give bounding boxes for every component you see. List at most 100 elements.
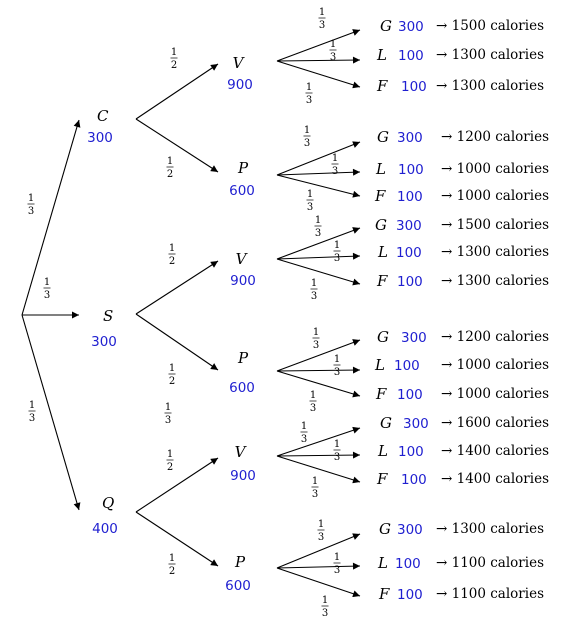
- prob-root-s: 13: [43, 277, 51, 301]
- leaf-c-p-g-calories: → 1200 calories: [441, 129, 549, 145]
- prob-extra-numerator: 1: [165, 402, 171, 413]
- leaf-s-p-g-calories: → 1200 calories: [441, 329, 549, 345]
- prob-s-p-g-denominator: 3: [313, 340, 319, 351]
- prob-c-p-g: 13: [303, 125, 311, 149]
- edge-c-v-f: [276, 60, 361, 89]
- tree-edges: [21, 29, 361, 598]
- edge-c-v-l: [276, 56, 361, 64]
- edge-c-p-l: [276, 168, 361, 176]
- prob-q-p-numerator: 1: [169, 553, 175, 564]
- prob-s-v-l-numerator: 1: [334, 240, 340, 251]
- prob-c-p-l: 13: [331, 153, 339, 177]
- prob-c-p-denominator: 2: [167, 169, 173, 180]
- leaf-q-v-f-value: 100: [401, 472, 427, 488]
- prob-q-v: 12: [166, 449, 174, 473]
- edge-s-v-l: [276, 252, 361, 260]
- leaf-s-v-l-calories: → 1300 calories: [441, 244, 549, 260]
- node-s-v-value: 900: [230, 273, 256, 289]
- leaf-q-p-f-label: F: [378, 585, 390, 603]
- leaf-s-v-g-calories: → 1500 calories: [441, 217, 549, 233]
- leaf-q-p-f-value: 100: [397, 587, 423, 603]
- edge-root-c: [21, 119, 81, 316]
- leaf-c-p-l-value: 100: [398, 162, 424, 178]
- prob-s-p-g-numerator: 1: [313, 327, 319, 338]
- prob-s-p-f-numerator: 1: [310, 390, 316, 401]
- prob-c-p-f: 13: [306, 189, 314, 213]
- edge-s-p-f: [276, 370, 361, 398]
- prob-s-v-f-numerator: 1: [311, 278, 317, 289]
- prob-c-v-g: 13: [318, 7, 326, 31]
- leaf-c-v-g-calories: → 1500 calories: [436, 18, 544, 34]
- prob-root-q-denominator: 3: [29, 413, 35, 424]
- leaf-s-p-g-value: 300: [401, 330, 427, 346]
- leaf-c-p-g-value: 300: [397, 130, 423, 146]
- prob-q-v-g-numerator: 1: [301, 421, 307, 432]
- prob-s-p-l: 13: [333, 354, 341, 378]
- leaf-c-p-f-calories: → 1000 calories: [441, 188, 549, 204]
- edge-c-p-f: [276, 174, 361, 198]
- prob-q-v-numerator: 1: [167, 449, 173, 460]
- node-c-p-label: P: [237, 159, 249, 177]
- prob-root-q: 13: [28, 400, 36, 424]
- prob-extra-denominator: 3: [165, 415, 171, 426]
- node-s-v-label: V: [236, 250, 249, 268]
- prob-s-p-f: 13: [309, 390, 317, 414]
- prob-root-c: 13: [27, 193, 35, 217]
- node-q-v-value: 900: [230, 468, 256, 484]
- prob-c-v-denominator: 2: [171, 60, 177, 71]
- prob-q-v-g: 13: [300, 421, 308, 445]
- prob-c-v-numerator: 1: [171, 47, 177, 58]
- leaf-q-v-g-calories: → 1600 calories: [441, 415, 549, 431]
- edge-s-p-l: [276, 366, 361, 374]
- leaf-s-v-l-value: 100: [396, 245, 422, 261]
- prob-s-v-numerator: 1: [169, 243, 175, 254]
- prob-c-v-l-denominator: 3: [330, 52, 336, 63]
- leaf-c-p-f-label: F: [374, 187, 386, 205]
- leaf-q-v-f-calories: → 1400 calories: [441, 471, 549, 487]
- prob-s-v-l: 13: [333, 240, 341, 264]
- prob-q-p-l-denominator: 3: [334, 565, 340, 576]
- prob-s-v-g-numerator: 1: [315, 215, 321, 226]
- edge-c-v-g: [276, 29, 361, 62]
- leaf-c-v-f-calories: → 1300 calories: [436, 78, 544, 94]
- edge-root-q: [21, 314, 81, 511]
- leaf-c-v-g-value: 300: [398, 19, 424, 35]
- prob-q-p-g: 13: [317, 519, 325, 543]
- edge-s-v-g: [276, 227, 361, 260]
- leaf-s-v-g-label: G: [375, 216, 387, 234]
- prob-c-p-f-denominator: 3: [307, 202, 313, 213]
- edge-s-p-g: [276, 339, 361, 372]
- prob-q-p-f-numerator: 1: [322, 595, 328, 606]
- leaf-c-v-f-value: 100: [401, 79, 427, 95]
- prob-q-v-l-denominator: 3: [334, 452, 340, 463]
- leaf-c-v-l-value: 100: [398, 48, 424, 64]
- edge-c-p-g: [276, 141, 361, 176]
- node-q-p-value: 600: [225, 578, 251, 594]
- prob-c-p-f-numerator: 1: [307, 189, 313, 200]
- leaf-q-p-l-calories: → 1100 calories: [436, 555, 544, 571]
- prob-q-v-f-numerator: 1: [312, 476, 318, 487]
- prob-q-v-l: 13: [333, 439, 341, 463]
- leaf-q-p-g-label: G: [379, 520, 391, 538]
- leaf-q-p-l-label: L: [377, 554, 388, 572]
- prob-q-v-f: 13: [311, 476, 319, 500]
- leaf-c-p-f-value: 100: [397, 189, 423, 205]
- prob-q-p-l: 13: [333, 552, 341, 576]
- leaf-q-v-l-value: 100: [398, 444, 424, 460]
- prob-root-s-numerator: 1: [44, 277, 50, 288]
- leaf-c-p-g-label: G: [377, 128, 389, 146]
- leaf-q-v-g-value: 300: [403, 416, 429, 432]
- prob-c-p-g-numerator: 1: [304, 125, 310, 136]
- leaf-s-p-f-value: 100: [397, 387, 423, 403]
- leaf-q-p-g-calories: → 1300 calories: [436, 521, 544, 537]
- prob-c-p-g-denominator: 3: [304, 138, 310, 149]
- node-c-v-value: 900: [227, 77, 253, 93]
- leaf-s-p-l-calories: → 1000 calories: [441, 357, 549, 373]
- prob-q-p-l-numerator: 1: [334, 552, 340, 563]
- prob-s-v-f: 13: [310, 278, 318, 302]
- prob-c-p-l-denominator: 3: [332, 166, 338, 177]
- prob-s-p-numerator: 1: [169, 363, 175, 374]
- prob-s-p-f-denominator: 3: [310, 403, 316, 414]
